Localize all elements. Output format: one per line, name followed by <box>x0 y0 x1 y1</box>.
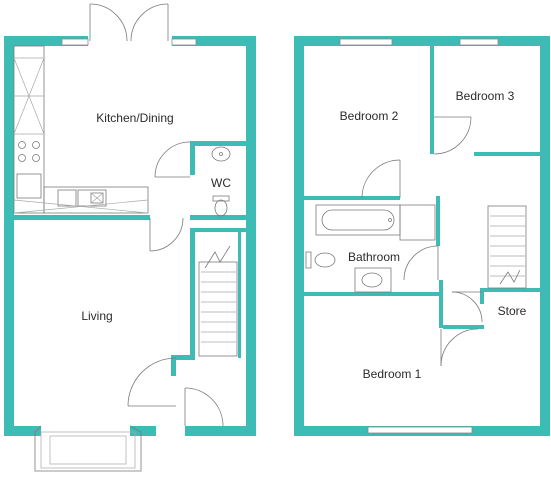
bath-basin-icon <box>361 272 383 288</box>
window-bedroom-2 <box>339 38 393 46</box>
window-bedroom-3 <box>459 38 499 46</box>
french-doors <box>89 3 169 42</box>
window-bedroom-1 <box>367 426 473 434</box>
appliance-icon <box>16 173 42 199</box>
bath-icon <box>315 204 401 236</box>
window-kitchen-right <box>171 38 197 46</box>
first-floor-stairs <box>487 205 527 289</box>
window-kitchen-left <box>61 38 89 46</box>
ground-floor-plan: Kitchen/Dining WC Living <box>4 3 256 472</box>
bathroom-fixtures <box>305 204 436 293</box>
bath-basin-unit-icon <box>354 267 392 293</box>
room-label-bedroom-1: Bedroom 1 <box>363 367 422 381</box>
room-label-bedroom-3: Bedroom 3 <box>456 89 515 103</box>
hob-icon <box>18 141 40 162</box>
ground-floor-windows <box>61 38 197 46</box>
room-label-bathroom: Bathroom <box>348 250 400 264</box>
ground-floor-doors <box>127 141 224 427</box>
counter-hatch <box>13 199 149 214</box>
kitchen-sink-icon <box>57 189 107 207</box>
bath-toilet-icon <box>314 252 336 268</box>
room-label-store: Store <box>498 304 527 318</box>
kitchen-units <box>13 45 149 214</box>
wc-fixtures <box>211 146 231 217</box>
first-floor-internal-walls <box>304 46 540 329</box>
room-label-living: Living <box>81 309 112 323</box>
toilet-icon <box>214 199 228 217</box>
ground-floor-outer-walls <box>4 36 256 436</box>
room-label-wc: WC <box>211 176 231 190</box>
room-label-bedroom-2: Bedroom 2 <box>340 109 399 123</box>
first-floor-plan: Bedroom 2 Bedroom 3 Bathroom Store Bedro… <box>294 36 550 436</box>
bay-window <box>34 425 142 472</box>
tall-unit-cross <box>13 57 45 135</box>
ground-floor-internal-walls <box>14 141 246 376</box>
toilet-cistern-icon <box>212 195 230 202</box>
basin-icon <box>211 146 231 162</box>
room-label-kitchen-dining: Kitchen/Dining <box>96 111 173 125</box>
first-floor-doors <box>361 116 483 367</box>
shower-icon <box>399 204 436 241</box>
bath-toilet-cistern-icon <box>305 251 312 269</box>
first-floor-windows <box>339 38 499 434</box>
ground-floor-stairs <box>198 245 238 357</box>
